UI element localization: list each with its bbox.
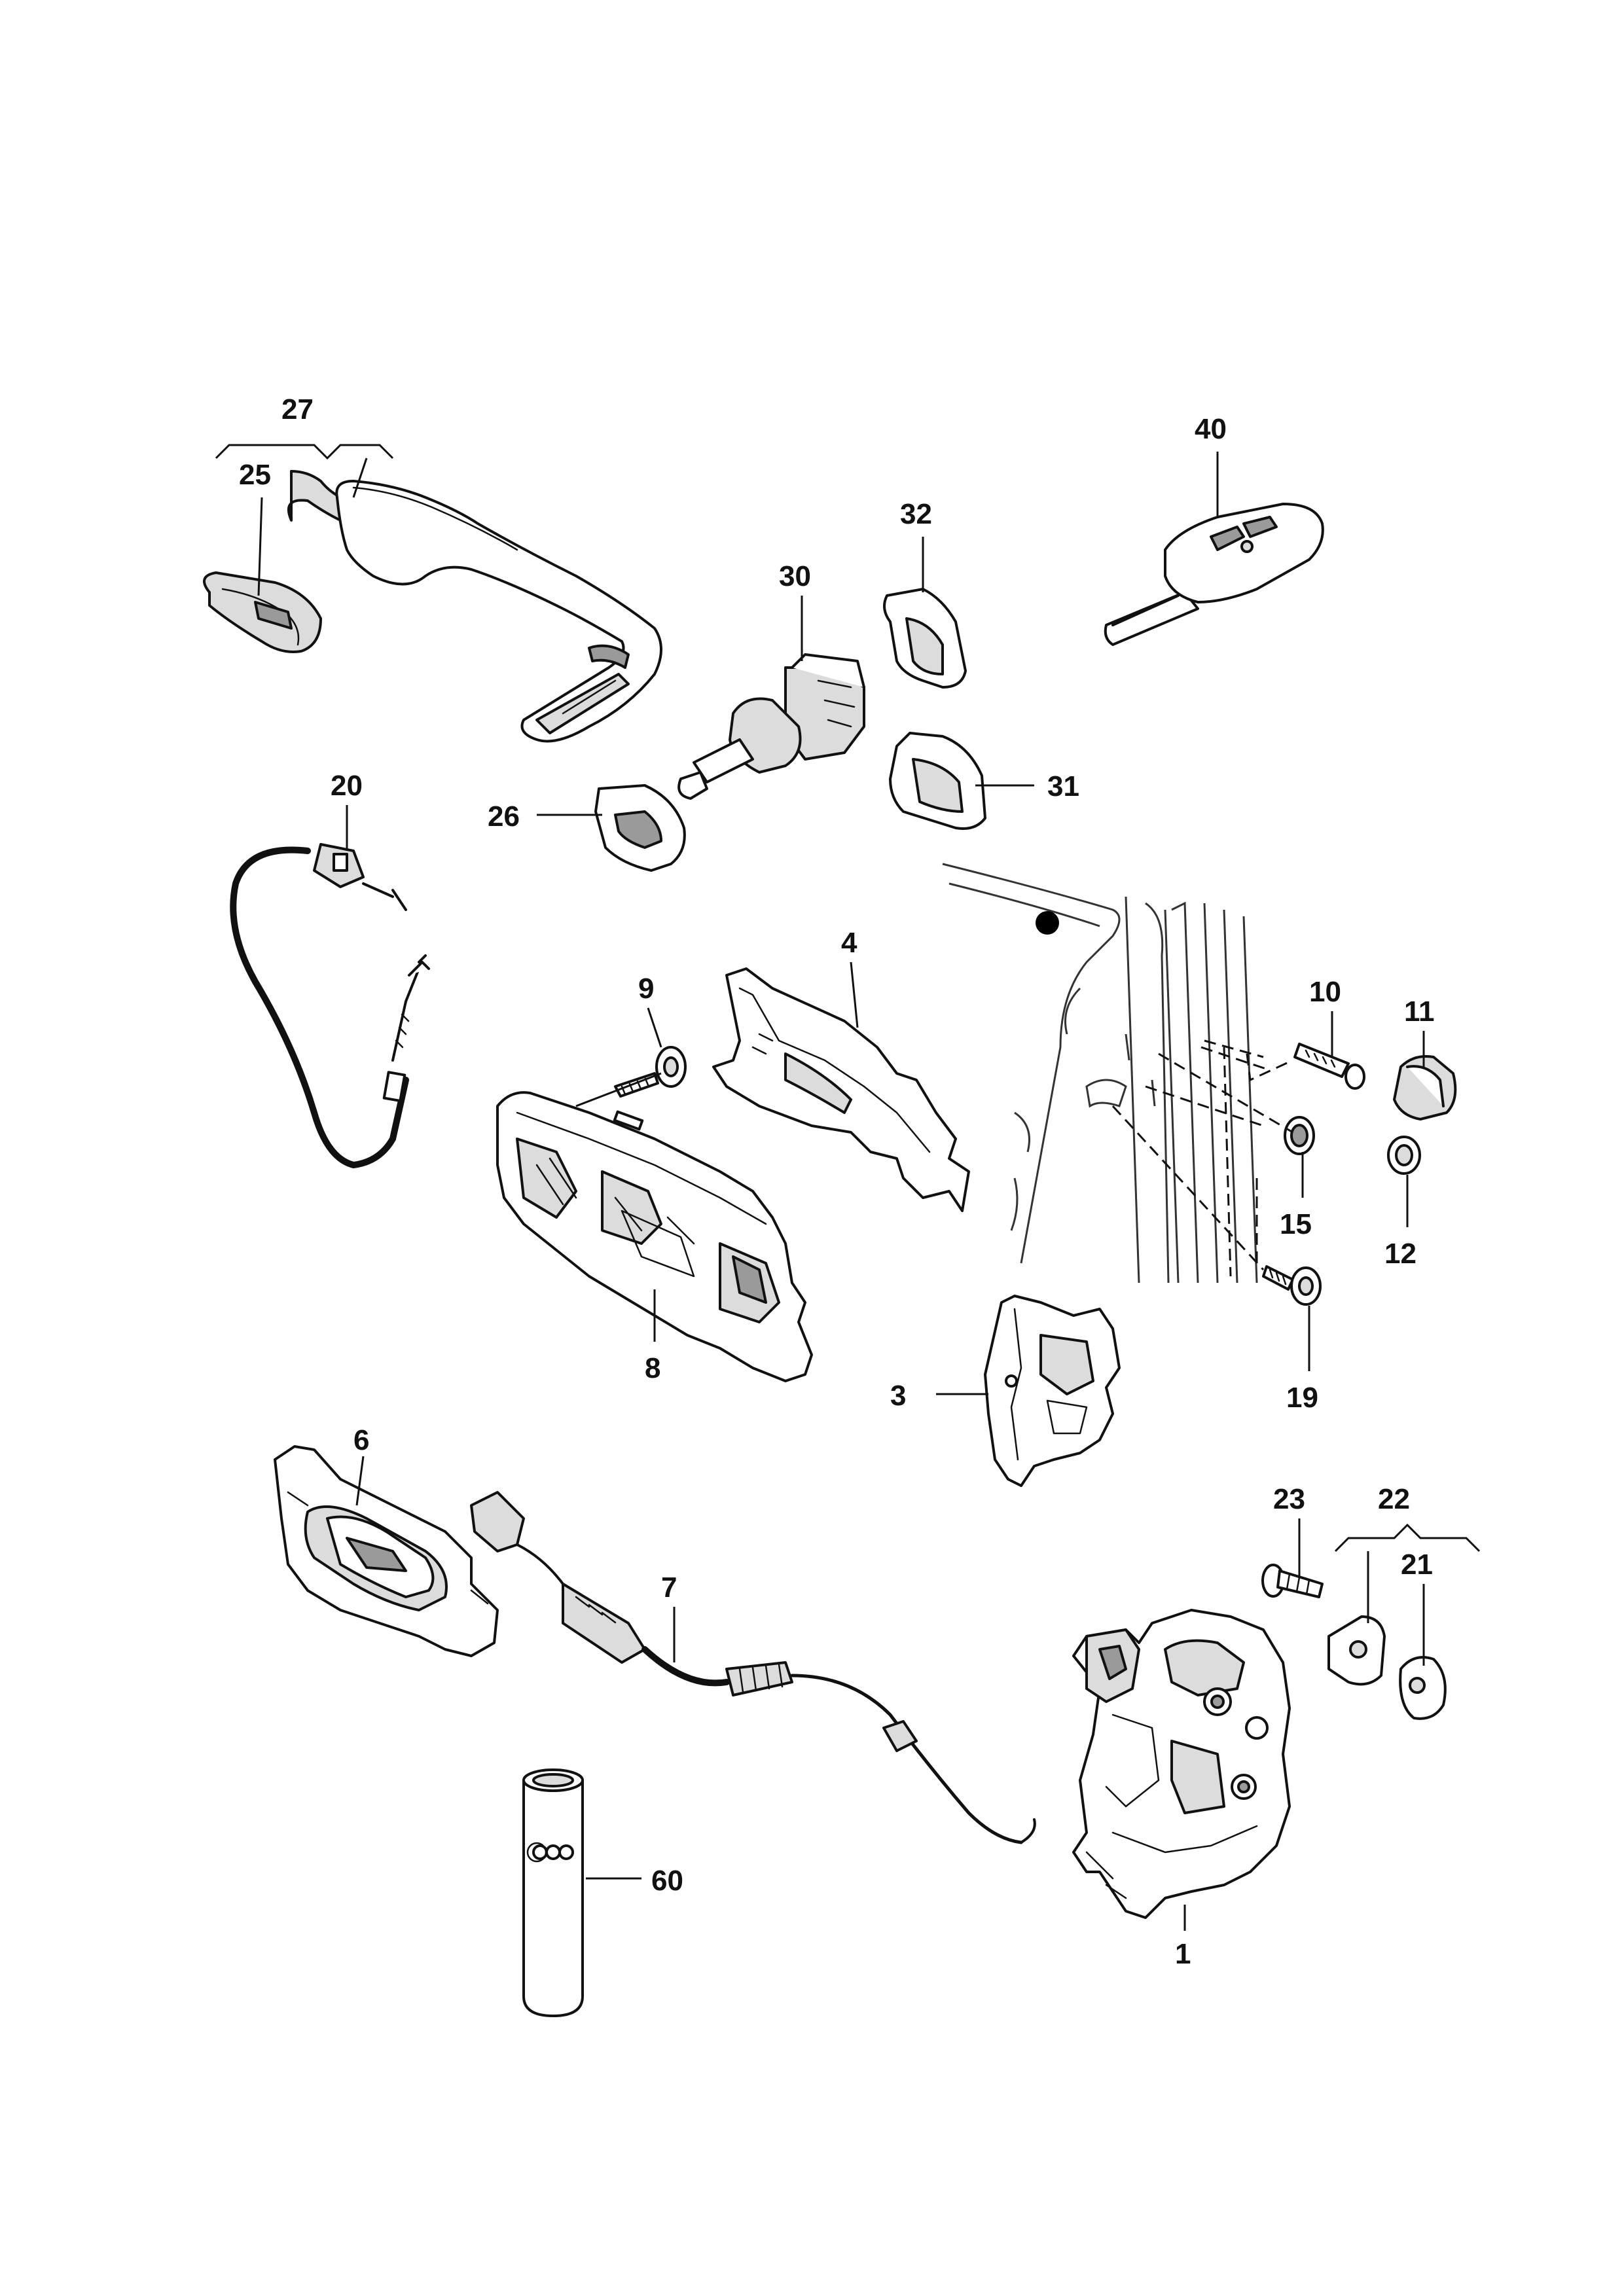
callout-15: 15 (1280, 1208, 1312, 1240)
part-9-screw (614, 1046, 687, 1098)
callout-10: 10 (1309, 976, 1341, 1008)
part-60-grease-can (522, 1768, 584, 2017)
callout-12: 12 (1384, 1238, 1416, 1270)
callout-25: 25 (239, 459, 271, 491)
part-10-bolt (1293, 1043, 1365, 1090)
callout-60: 60 (651, 1865, 683, 1897)
callout-30: 30 (779, 560, 811, 592)
part-23-bolt (1261, 1564, 1324, 1598)
callout-3: 3 (890, 1380, 906, 1412)
callout-23: 23 (1273, 1483, 1305, 1515)
part-21-seal (1399, 1656, 1447, 1720)
door-panel-outline (942, 863, 1258, 1283)
part-32-handle-cover (883, 588, 967, 689)
part-12-washer (1387, 1136, 1421, 1175)
callout-27: 27 (281, 393, 314, 425)
callout-32: 32 (900, 498, 932, 530)
part-25-handle-end-cap (203, 571, 322, 653)
part-19-screw (1262, 1265, 1322, 1306)
callout-8: 8 (645, 1352, 660, 1384)
callouts: 27 25 30 26 32 31 40 20 9 4 8 3 6 7 60 1… (239, 393, 1435, 1970)
callout-22: 22 (1378, 1483, 1410, 1515)
callout-21: 21 (1401, 1549, 1433, 1581)
part-30-lock-cylinder (677, 653, 865, 800)
part-1-door-lock (1072, 1609, 1291, 1919)
callout-9: 9 (638, 973, 654, 1005)
part-3-lock-bracket (984, 1295, 1121, 1487)
part-15-nut (1284, 1116, 1315, 1155)
part-6-inner-door-handle (274, 1445, 499, 1657)
callout-40: 40 (1195, 413, 1227, 445)
callout-20: 20 (331, 770, 363, 802)
callout-4: 4 (841, 927, 857, 959)
part-7-actuation-cable (470, 1491, 1036, 1844)
callout-31: 31 (1047, 770, 1079, 802)
part-40-remote-key (1104, 503, 1324, 646)
part-20-bowden-cable (230, 843, 430, 1168)
callout-1: 1 (1175, 1938, 1191, 1970)
part-8-handle-carrier (496, 1091, 813, 1382)
part-26-lock-cover-cap (594, 784, 686, 872)
leader-lines (215, 444, 1481, 1931)
part-27-outer-door-handle (287, 470, 662, 743)
callout-6: 6 (353, 1424, 369, 1456)
part-4-handle-bracket (712, 967, 970, 1212)
part-22-plate-assembly (1327, 1615, 1386, 1686)
callout-19: 19 (1286, 1382, 1318, 1414)
callout-11: 11 (1404, 996, 1435, 1028)
callout-7: 7 (661, 1571, 677, 1604)
part-31-handle-cover (889, 732, 986, 830)
part-11-cap (1393, 1055, 1457, 1121)
callout-26: 26 (488, 800, 520, 833)
